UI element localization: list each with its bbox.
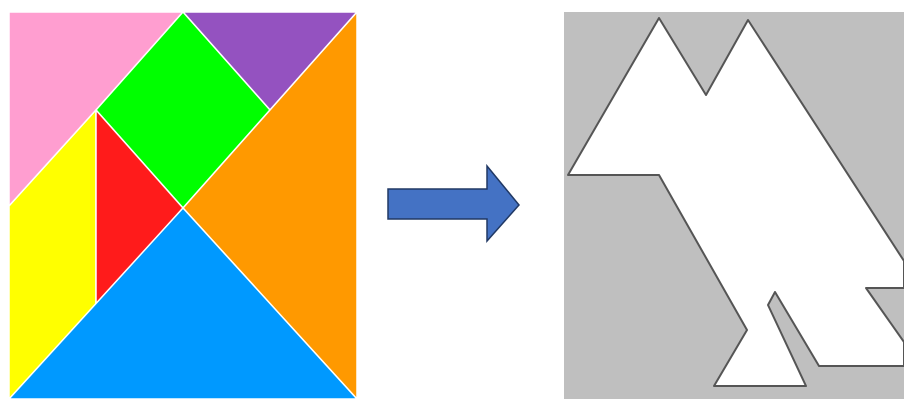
target-silhouette xyxy=(567,17,904,387)
right-arrow-icon xyxy=(387,163,520,243)
blue-medium-triangle xyxy=(8,207,358,399)
target-silhouette-panel xyxy=(564,12,904,399)
source-tangram xyxy=(8,11,358,399)
